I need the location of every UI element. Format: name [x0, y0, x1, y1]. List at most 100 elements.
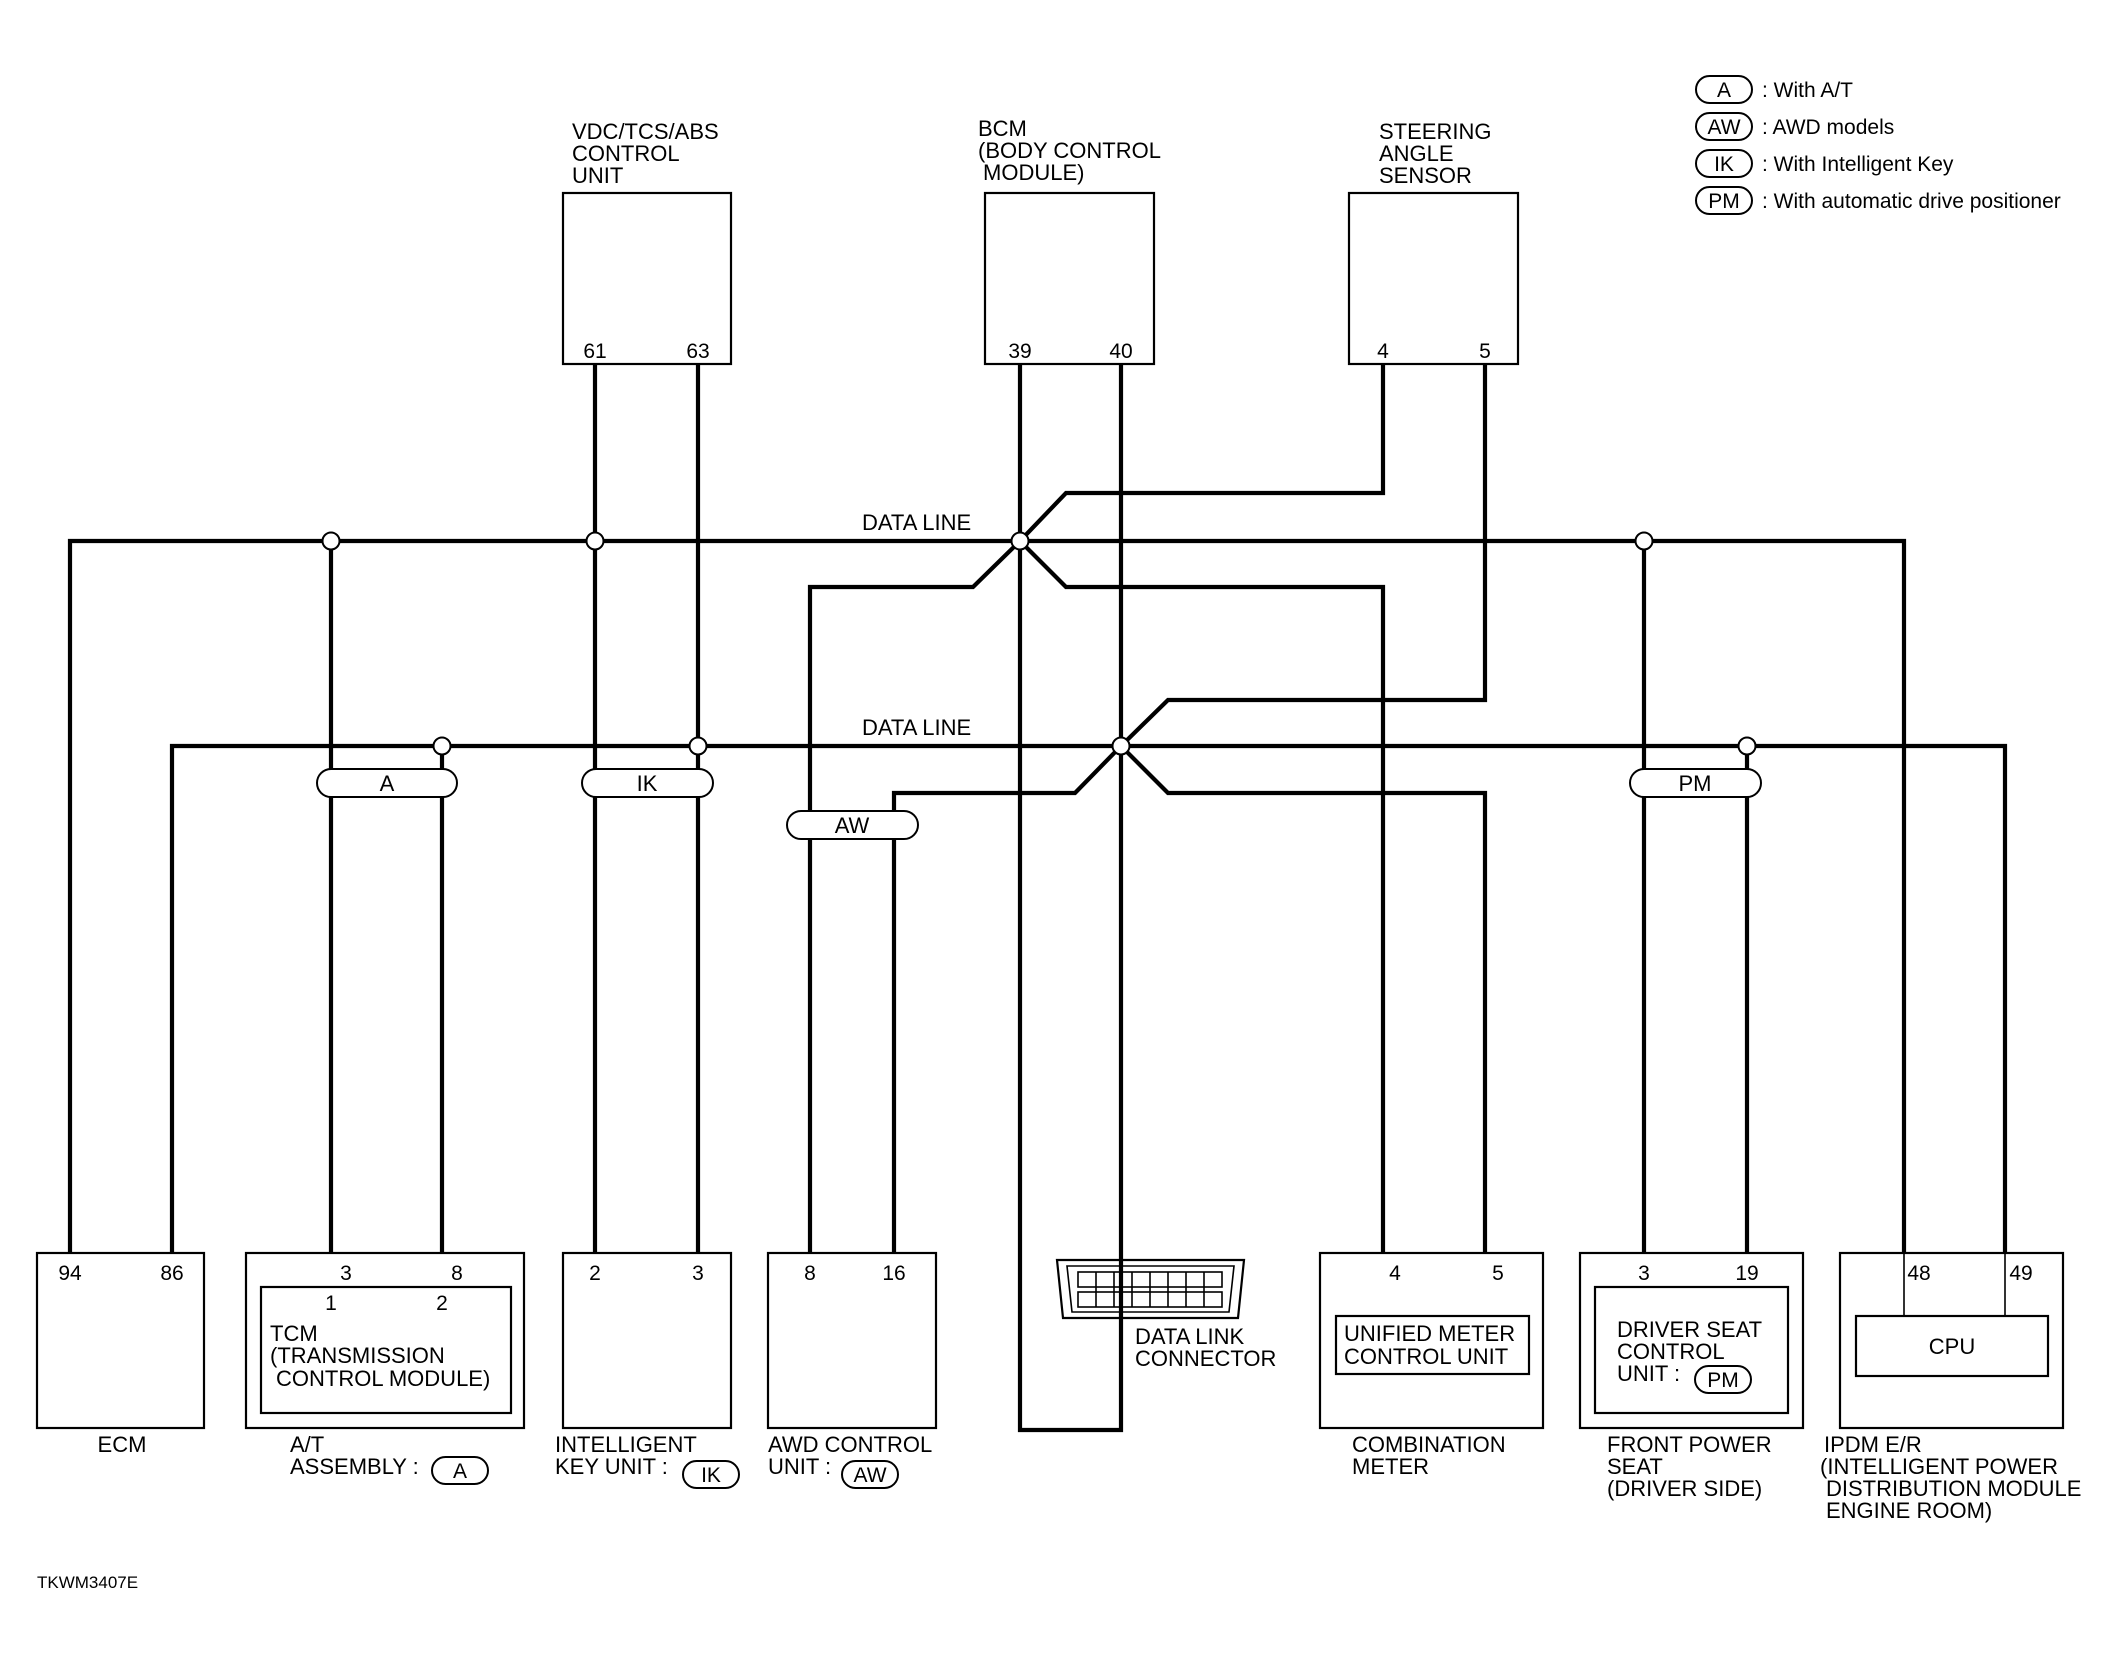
tcm-box [259, 1285, 513, 1415]
module-label: (DRIVER SIDE) [1607, 1476, 1762, 1501]
pin-label: 8 [804, 1262, 816, 1285]
inner-label: CONTROL UNIT [1344, 1344, 1508, 1369]
module-box [1347, 191, 1520, 366]
option-tag-aw: AW [786, 810, 919, 840]
module-box [766, 1251, 938, 1430]
module-label: A/T [290, 1432, 324, 1457]
module-box [244, 1251, 526, 1430]
pin-label: 63 [686, 340, 709, 363]
module-at-assembly: 3 8 1 2 TCM (TRANSMISSION CONTROL MODULE… [244, 1251, 526, 1485]
pin-label: 86 [160, 1262, 183, 1285]
cpu-label: CPU [1929, 1334, 1975, 1359]
tcm-label: TCM [270, 1321, 318, 1346]
module-label: STEERING [1379, 119, 1491, 144]
pin-label: 5 [1479, 340, 1491, 363]
module-ecm: 94 86 ECM [35, 1251, 206, 1457]
pin-label: 8 [451, 1262, 463, 1285]
legend: A : With A/T AW : AWD models IK : With I… [1695, 75, 2061, 215]
legend-text: : AWD models [1762, 116, 1894, 139]
module-label: INTELLIGENT [555, 1432, 697, 1457]
junction-dot [321, 531, 341, 551]
pin-label: 61 [583, 340, 606, 363]
module-label: UNIT [572, 163, 623, 188]
module-awd-control-unit: 8 16 AWD CONTROL UNIT : AW [766, 1251, 938, 1489]
pin-label: 94 [58, 1262, 82, 1285]
module-ipdm-er: 48 49 CPU IPDM E/R (INTELLIGENT POWER DI… [1820, 1251, 2081, 1523]
data-line-label: DATA LINE [862, 715, 971, 740]
option-tag-pm: PM [1629, 768, 1762, 798]
module-label: AWD CONTROL [768, 1432, 932, 1457]
module-box [1838, 1251, 2065, 1430]
module-front-power-seat: 3 19 DRIVER SEAT CONTROL UNIT : PM FRONT… [1578, 1251, 1805, 1501]
module-label: SENSOR [1379, 163, 1472, 188]
module-label: UNIT : [768, 1454, 831, 1479]
unified-meter-box [1334, 1314, 1531, 1376]
junction-dot [1111, 736, 1131, 756]
module-box [35, 1251, 206, 1430]
pin-label: 4 [1377, 340, 1389, 363]
pin-label: 40 [1109, 340, 1132, 363]
module-vdc: VDC/TCS/ABS CONTROL UNIT 61 63 [561, 119, 733, 366]
legend-item-a: A : With A/T [1695, 75, 1853, 104]
driver-seat-unit-box [1593, 1285, 1790, 1415]
module-label: KEY UNIT : [555, 1454, 668, 1479]
option-tag-a: A [316, 768, 458, 798]
junction-dot [432, 736, 452, 756]
junctions [321, 531, 1757, 756]
legend-item-aw: AW : AWD models [1695, 112, 1894, 141]
junction-dot [1737, 736, 1757, 756]
inner-label: CONTROL [1617, 1339, 1725, 1364]
legend-code: PM [1708, 190, 1740, 213]
legend-text: : With A/T [1762, 79, 1853, 102]
module-label: VDC/TCS/ABS [572, 119, 719, 144]
legend-text: : With Intelligent Key [1762, 153, 1954, 176]
module-label: CONTROL [572, 141, 680, 166]
inner-label: UNIT : [1617, 1361, 1680, 1386]
pin-label: 48 [1907, 1262, 1930, 1285]
svg-text:A: A [380, 771, 395, 796]
pin-label: 3 [340, 1262, 352, 1285]
module-box [561, 1251, 733, 1430]
data-line-label: DATA LINE [862, 510, 971, 535]
module-label: SEAT [1607, 1454, 1663, 1479]
module-label: METER [1352, 1454, 1429, 1479]
pin-label: 49 [2009, 1262, 2032, 1285]
module-label: MODULE) [983, 160, 1084, 185]
module-bcm: BCM (BODY CONTROL MODULE) 39 40 [978, 116, 1161, 366]
pin-label: 19 [1735, 1262, 1758, 1285]
svg-text:PM: PM [1679, 771, 1712, 796]
module-box [1318, 1251, 1545, 1430]
legend-code: AW [1707, 116, 1740, 139]
module-label: ECM [98, 1432, 147, 1457]
option-badge: IK [701, 1464, 721, 1487]
pin-label: 39 [1008, 340, 1031, 363]
module-box [561, 191, 733, 366]
junction-dot [585, 531, 605, 551]
module-box [1578, 1251, 1805, 1430]
pin-label: 3 [1638, 1262, 1650, 1285]
module-label: BCM [978, 116, 1027, 141]
data-line-h [67, 364, 1907, 1433]
svg-text:IK: IK [637, 771, 658, 796]
junction-dot [1634, 531, 1654, 551]
connector-body [1055, 1258, 1246, 1320]
module-label: (BODY CONTROL [978, 138, 1161, 163]
connector-pins [1077, 1271, 1223, 1308]
option-badge: A [453, 1460, 467, 1483]
tcm-label: (TRANSMISSION [270, 1343, 445, 1368]
module-label: DATA LINK [1135, 1324, 1245, 1349]
module-data-link-connector: DATA LINK CONNECTOR [1055, 1258, 1276, 1371]
module-label: CONNECTOR [1135, 1346, 1276, 1371]
module-label: IPDM E/R [1824, 1432, 1922, 1457]
module-label: ASSEMBLY : [290, 1454, 419, 1479]
module-label: COMBINATION [1352, 1432, 1506, 1457]
pin-label: 3 [692, 1262, 704, 1285]
junction-dot [688, 736, 708, 756]
inner-label: UNIFIED METER [1344, 1321, 1515, 1346]
module-steering-angle-sensor: STEERING ANGLE SENSOR 4 5 [1347, 119, 1520, 366]
legend-item-ik: IK : With Intelligent Key [1695, 149, 1954, 178]
junction-dot [1010, 531, 1030, 551]
inner-label: DRIVER SEAT [1617, 1317, 1762, 1342]
option-badge: AW [853, 1464, 886, 1487]
